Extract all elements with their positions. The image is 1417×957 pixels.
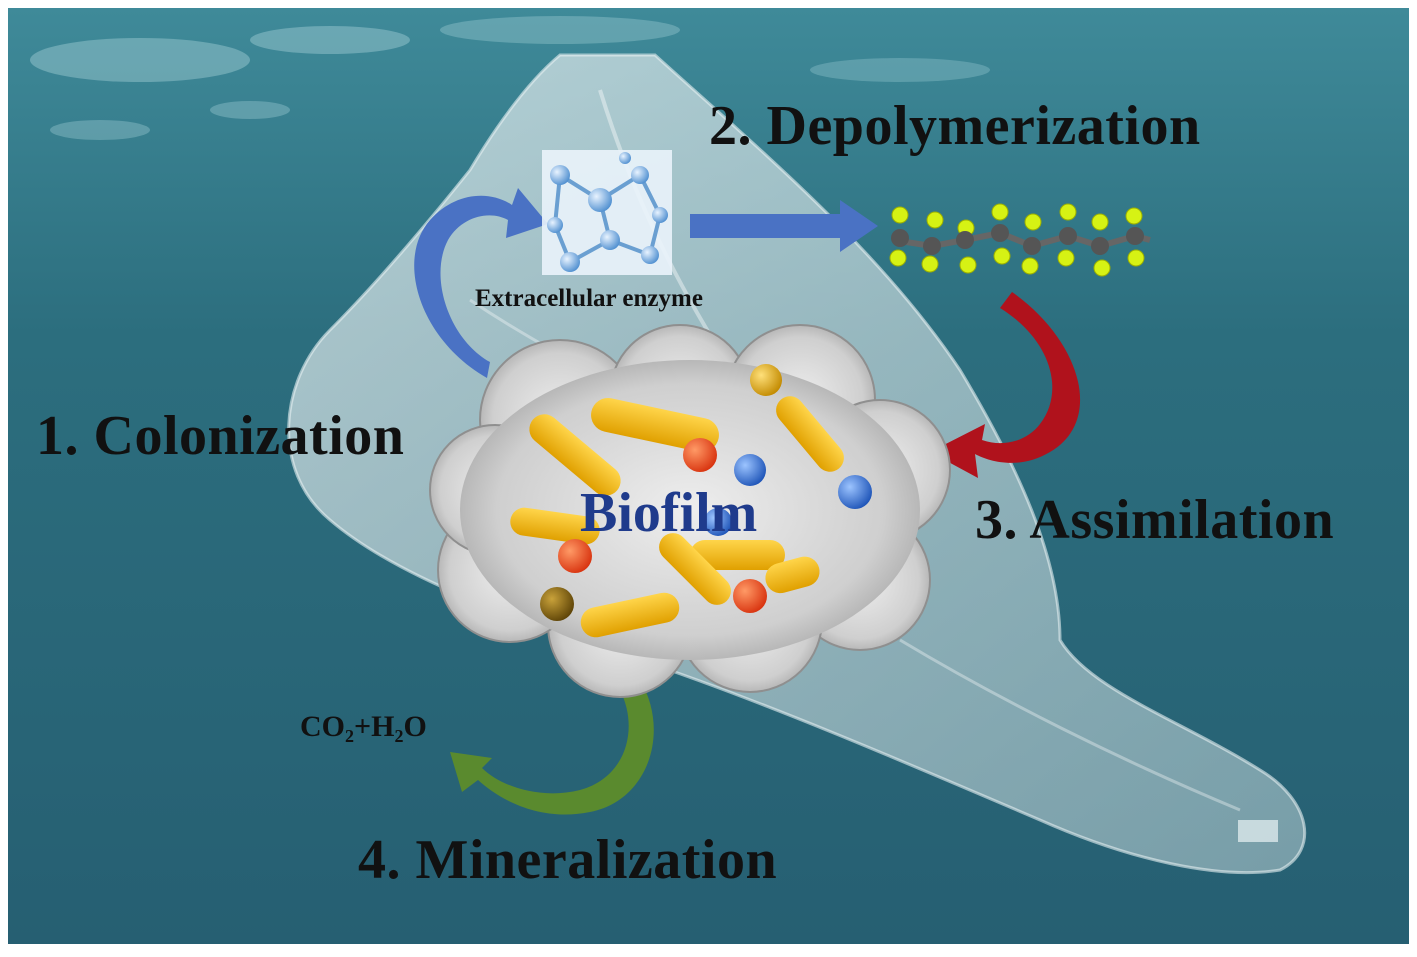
product-plus-h: +H (354, 710, 395, 743)
cocci-cell (558, 539, 592, 573)
polymer-chain-icon (889, 203, 1151, 277)
rod-cell (690, 540, 785, 570)
rod-cell (776, 396, 844, 472)
arrow-assimilation (930, 292, 1081, 478)
cocci-cell (750, 364, 782, 396)
water-ripples (30, 16, 990, 140)
cocci-cell (838, 475, 872, 509)
rod-cell (591, 398, 719, 452)
cocci-cell (704, 508, 732, 536)
biofilm-cells (510, 364, 872, 638)
enzyme-molecule-icon (542, 150, 672, 275)
rod-cell (510, 507, 600, 545)
cocci-cell (733, 579, 767, 613)
rod-cell (659, 533, 731, 605)
cocci-cell (734, 454, 766, 486)
rod-cell (580, 592, 680, 638)
cocci-cell (683, 438, 717, 472)
biofilm-label: Biofilm (580, 482, 758, 544)
rod-cell (765, 556, 820, 594)
rod-cell (529, 414, 621, 496)
step-depolymerization-label: 2. Depolymerization (709, 95, 1201, 157)
mineralization-product-label: CO2+H2O (300, 710, 427, 746)
product-sub-1: 2 (345, 726, 354, 746)
arrow-depolymerization (690, 200, 878, 252)
step-colonization-label: 1. Colonization (36, 405, 405, 467)
product-sub-2: 2 (394, 726, 404, 746)
enzyme-label: Extracellular enzyme (475, 285, 703, 312)
step-assimilation-label: 3. Assimilation (975, 489, 1335, 551)
arrow-mineralization (450, 680, 654, 815)
cocci-cell (540, 587, 574, 621)
step-mineralization-label: 4. Mineralization (358, 829, 778, 891)
product-co: CO (300, 710, 345, 743)
arrow-colonization (414, 188, 548, 378)
product-o: O (403, 710, 427, 743)
